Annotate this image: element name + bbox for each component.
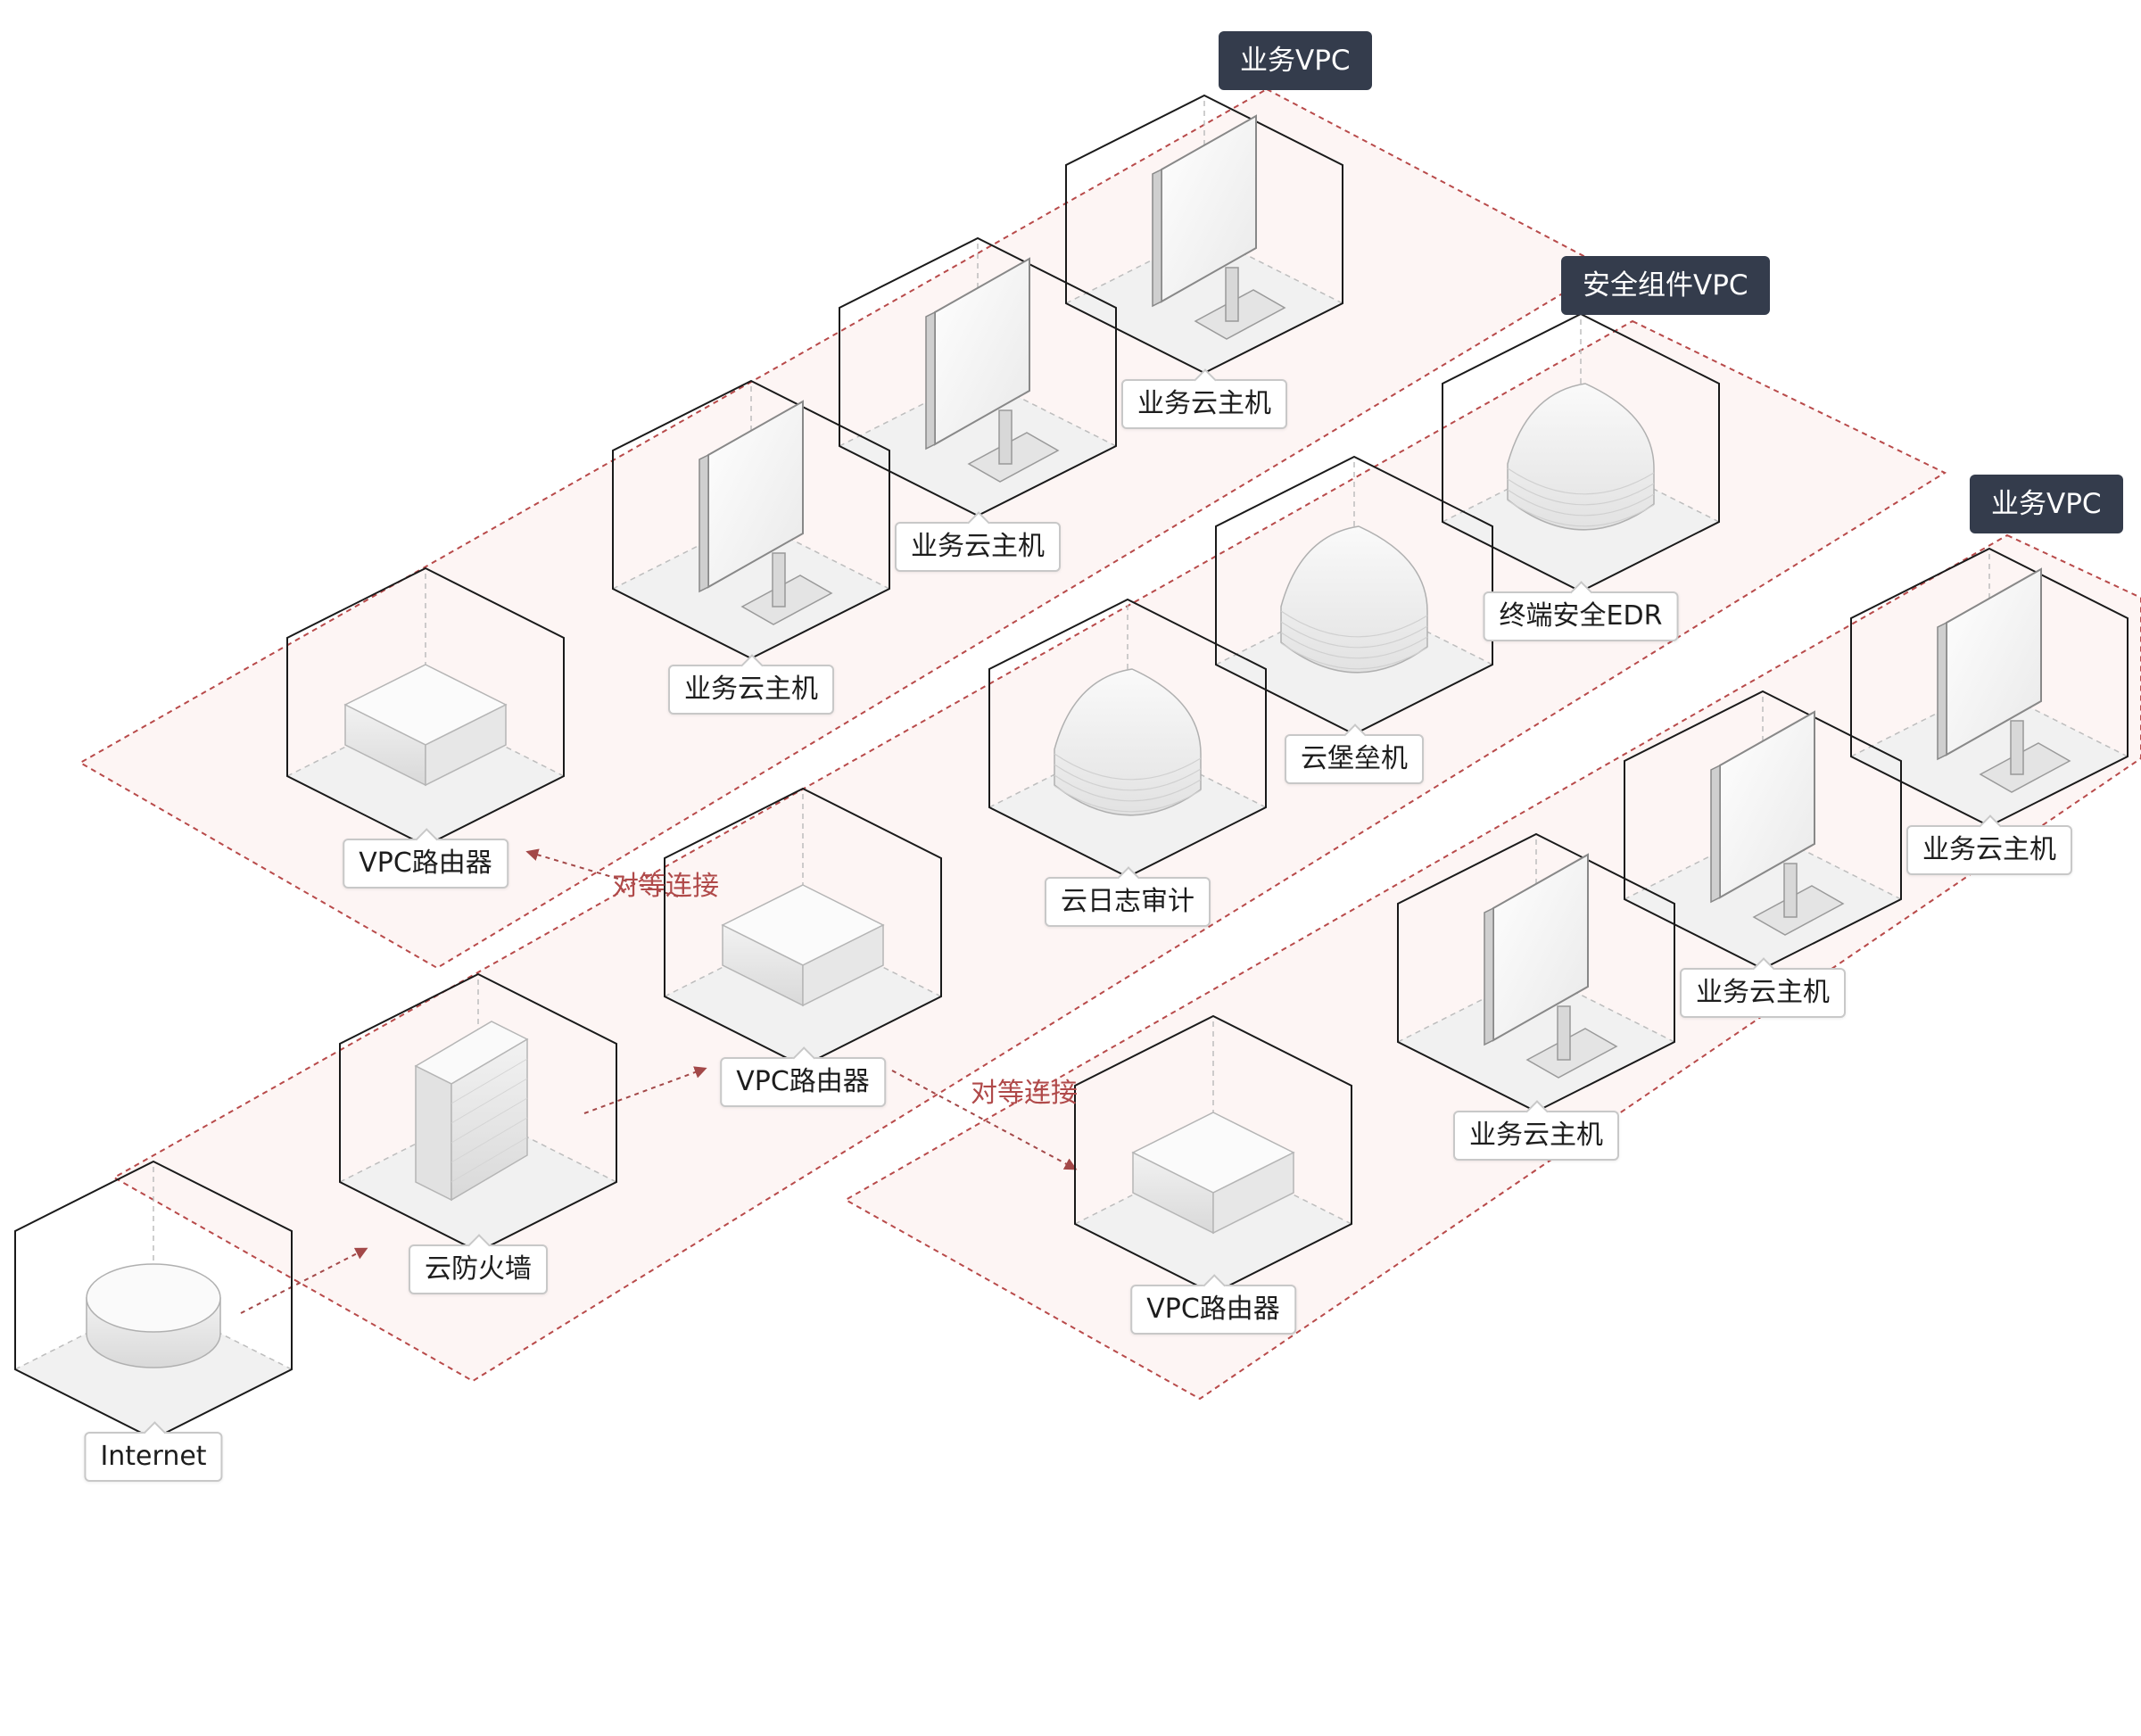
network-node[interactable] [1850, 547, 2129, 828]
connection-arrow [891, 1070, 1078, 1170]
monitor-icon [1710, 710, 1845, 936]
network-node[interactable] [1624, 690, 1902, 971]
internet-icon [86, 1263, 221, 1368]
node-label[interactable]: VPC路由器 [1130, 1285, 1296, 1335]
shield-icon [1054, 668, 1202, 816]
monitor-icon [699, 400, 833, 625]
node-label[interactable]: 业务云主机 [1680, 968, 1846, 1018]
node-label[interactable]: 业务云主机 [1121, 379, 1287, 429]
connection-arrow [240, 1247, 368, 1314]
network-node[interactable] [1215, 455, 1493, 736]
node-label[interactable]: 终端安全EDR [1483, 591, 1679, 641]
node-label[interactable]: 业务云主机 [668, 665, 834, 715]
node-label[interactable]: 业务云主机 [1453, 1111, 1619, 1161]
node-label[interactable]: 业务云主机 [1906, 825, 2072, 875]
monitor-icon [925, 257, 1060, 483]
network-node[interactable] [1074, 1014, 1352, 1295]
router-icon [721, 884, 885, 1007]
region-title: 业务VPC [1970, 475, 2123, 533]
shield-icon [1280, 525, 1428, 674]
network-node[interactable] [1442, 312, 1720, 593]
monitor-icon [1937, 567, 2071, 793]
monitor-icon [1152, 114, 1286, 340]
node-label[interactable]: 云日志审计 [1045, 877, 1211, 927]
network-node[interactable] [1397, 832, 1675, 1113]
router-icon [1131, 1112, 1295, 1235]
node-label[interactable]: 云防火墙 [409, 1244, 548, 1294]
monitor-icon [1484, 853, 1618, 1079]
connection-arrow [583, 1066, 707, 1114]
network-node[interactable] [1065, 94, 1343, 375]
node-label[interactable]: VPC路由器 [343, 839, 508, 889]
node-label[interactable]: 业务云主机 [895, 522, 1061, 572]
node-label[interactable]: 云堡垒机 [1285, 734, 1424, 784]
node-label[interactable]: VPC路由器 [720, 1057, 886, 1107]
vpc-region [112, 319, 1947, 1383]
region-title: 安全组件VPC [1561, 256, 1770, 315]
router-icon [343, 664, 508, 787]
network-node[interactable] [14, 1160, 293, 1441]
network-node[interactable] [286, 566, 565, 847]
connection-label: 对等连接 [612, 871, 719, 902]
connection-label: 对等连接 [971, 1078, 1078, 1109]
firewall-icon [414, 1021, 529, 1202]
network-node[interactable] [339, 972, 617, 1253]
shield-icon [1507, 383, 1655, 531]
network-node[interactable] [839, 236, 1117, 517]
node-label[interactable]: Internet [84, 1432, 223, 1482]
region-title: 业务VPC [1219, 31, 1372, 90]
